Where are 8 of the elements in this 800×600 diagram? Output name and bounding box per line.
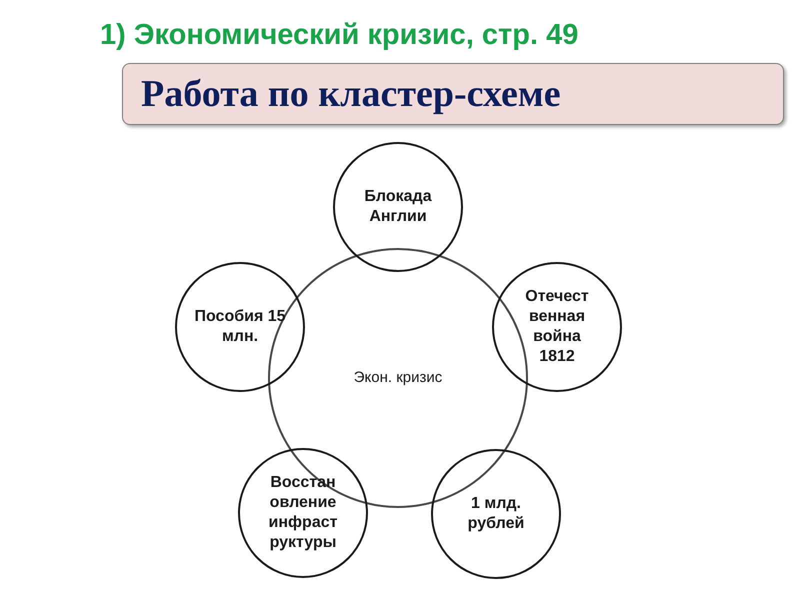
banner: [122, 63, 784, 125]
circle-label: Экон. кризис: [352, 368, 444, 388]
circle-label: Пособия 15 млн.: [193, 307, 287, 347]
circle-label: Отечест венная война 1812: [524, 287, 590, 367]
title: 1) Экономический кризис, стр. 49: [100, 18, 578, 53]
circle-label: 1 млд. рублей: [466, 494, 526, 534]
banner-heading: Работа по кластер-схеме: [141, 72, 561, 116]
circle-label: Блокада Англии: [363, 187, 433, 227]
